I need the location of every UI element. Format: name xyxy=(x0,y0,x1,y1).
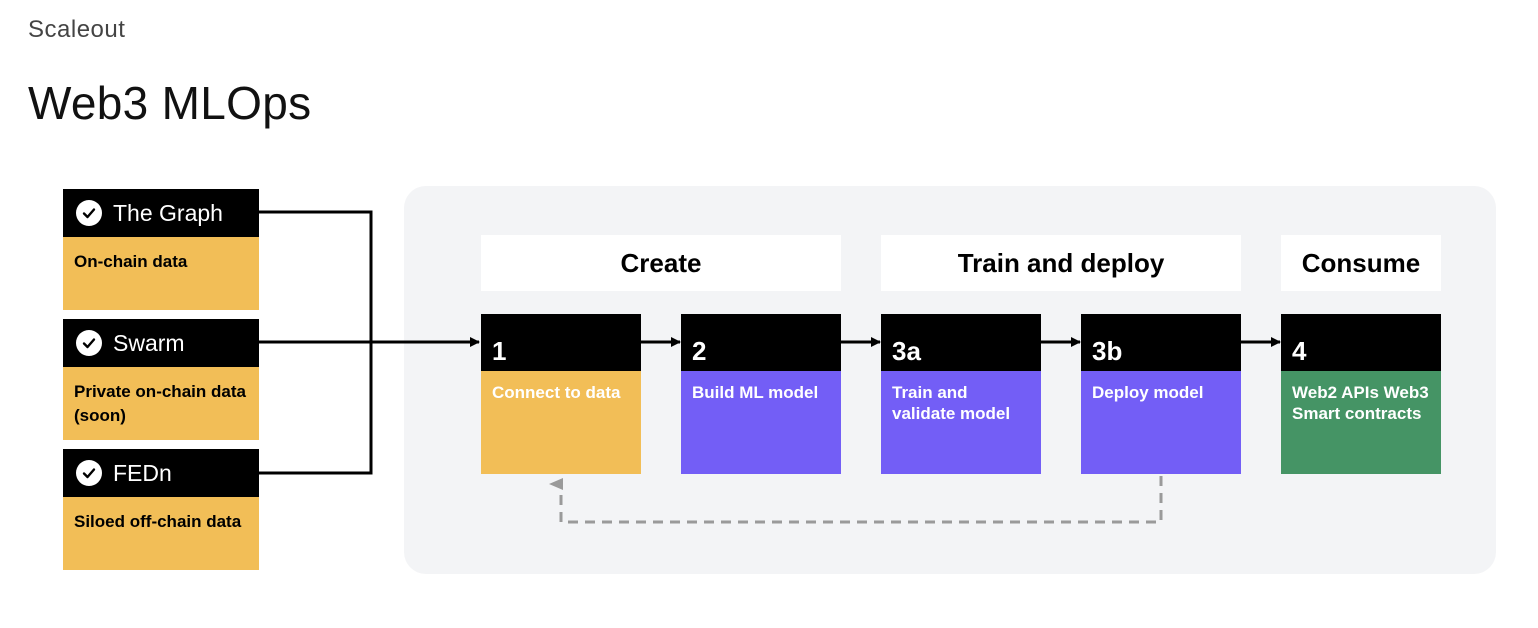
step-number: 3a xyxy=(881,314,1041,371)
source-fedn: FEDn Siloed off-chain data xyxy=(63,449,259,570)
phase-train-deploy: Train and deploy xyxy=(881,235,1241,291)
step-number: 3b xyxy=(1081,314,1241,371)
source-header: Swarm xyxy=(63,319,259,367)
step-1: 1 Connect to data xyxy=(481,314,641,474)
page-title: Web3 MLOps xyxy=(28,77,312,129)
step-4: 4 Web2 APIs Web3 Smart contracts xyxy=(1281,314,1441,474)
source-connector-fedn xyxy=(259,342,373,475)
source-name: Swarm xyxy=(113,329,185,356)
step-description: Connect to data xyxy=(481,371,641,474)
feedback-loop-arrow xyxy=(549,476,1163,524)
source-description: Private on-chain data (soon) xyxy=(63,367,259,440)
step-3b: 3b Deploy model xyxy=(1081,314,1241,474)
source-connector-graph xyxy=(259,210,373,342)
step-description: Build ML model xyxy=(681,371,841,474)
check-circle-icon xyxy=(76,330,102,356)
check-circle-icon xyxy=(76,460,102,486)
step-3a: 3a Train and validate model xyxy=(881,314,1041,474)
step-number: 1 xyxy=(481,314,641,371)
step-2: 2 Build ML model xyxy=(681,314,841,474)
source-description: On-chain data xyxy=(63,237,259,310)
check-circle-icon xyxy=(76,200,102,226)
source-name: FEDn xyxy=(113,459,172,486)
phase-create: Create xyxy=(481,235,841,291)
phase-consume: Consume xyxy=(1281,235,1441,291)
source-header: The Graph xyxy=(63,189,259,237)
step-description: Deploy model xyxy=(1081,371,1241,474)
step-number: 4 xyxy=(1281,314,1441,371)
step-number: 2 xyxy=(681,314,841,371)
source-the-graph: The Graph On-chain data xyxy=(63,189,259,310)
source-name: The Graph xyxy=(113,199,223,226)
source-header: FEDn xyxy=(63,449,259,497)
source-swarm: Swarm Private on-chain data (soon) xyxy=(63,319,259,440)
step-description: Web2 APIs Web3 Smart contracts xyxy=(1281,371,1441,474)
source-description: Siloed off-chain data xyxy=(63,497,259,570)
step-description: Train and validate model xyxy=(881,371,1041,474)
brand-name: Scaleout xyxy=(28,16,126,43)
